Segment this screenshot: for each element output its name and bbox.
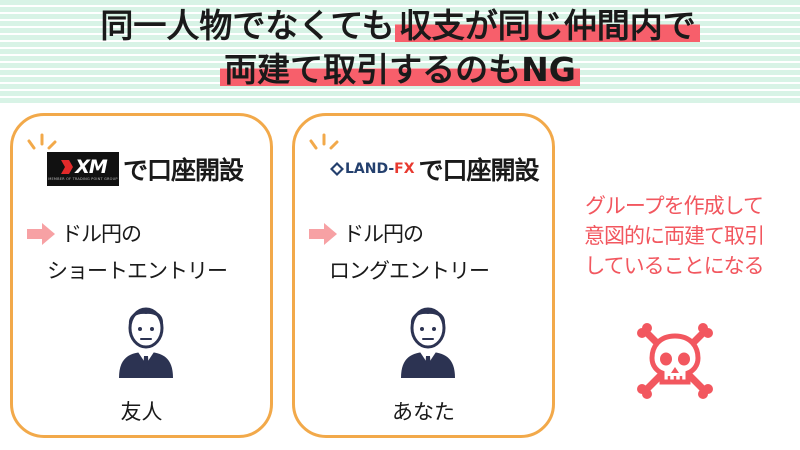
land-fx-diamond-icon xyxy=(330,162,344,176)
right-arrow-icon xyxy=(27,223,55,245)
title-line-1: 同一人物でなくても収支が同じ仲間内で xyxy=(0,6,800,46)
broker-suffix: で口座開設 xyxy=(123,156,244,185)
land-fx-logo: LAND-FX xyxy=(329,161,415,177)
businessman-icon xyxy=(119,307,173,378)
title-line-1-highlight: 収支が同じ仲間内で xyxy=(394,6,700,45)
broker-suffix: で口座開設 xyxy=(418,156,540,185)
land-fx-logo-text-main: LAND- xyxy=(345,161,395,177)
skull-crossbones-icon xyxy=(637,323,713,399)
land-fx-logo-text-accent: FX xyxy=(394,161,415,177)
title-line-2: 両建て取引するのもNG xyxy=(0,50,800,90)
trade-line-2: ショートエントリー xyxy=(47,259,228,283)
trade-line-2: ロングエントリー xyxy=(329,259,490,283)
card-friend: XM MEMBER OF TRADING POINT GROUP で口座開設 ド… xyxy=(10,113,273,438)
xm-logo-text: XM xyxy=(75,155,108,178)
title-line-2-highlight: 両建て取引するのもNG xyxy=(220,50,580,89)
title-line-1-plain: 同一人物でなくても xyxy=(100,6,395,45)
warning-note-line-2: 意図的に両建て取引 xyxy=(584,224,765,248)
title-banner: 同一人物でなくても収支が同じ仲間内で 両建て取引するのもNG xyxy=(0,0,800,103)
right-arrow-icon xyxy=(309,223,337,245)
warning-note-line-3: していることになる xyxy=(584,254,764,278)
xm-emblem-icon xyxy=(61,159,74,174)
broker-row-xm: XM MEMBER OF TRADING POINT GROUP で口座開設 xyxy=(47,149,244,189)
trade-line-1: ドル円の xyxy=(343,222,424,246)
person-label: 友人 xyxy=(120,400,163,424)
trade-line-1: ドル円の xyxy=(61,222,142,246)
spark-lines-icon xyxy=(309,133,339,150)
xm-logo-subtext: MEMBER OF TRADING POINT GROUP xyxy=(48,176,118,181)
warning-note: グループを作成して 意図的に両建て取引 していることになる xyxy=(556,191,792,281)
xm-logo: XM MEMBER OF TRADING POINT GROUP xyxy=(47,152,119,186)
person-label: あなた xyxy=(392,400,455,424)
warning-note-line-1: グループを作成して xyxy=(584,194,764,218)
spark-lines-icon xyxy=(27,133,57,150)
broker-row-landfx: LAND-FX で口座開設 xyxy=(329,149,540,189)
businessman-icon xyxy=(401,307,455,378)
card-you: LAND-FX で口座開設 ドル円の ロングエントリー あなた xyxy=(292,113,555,438)
land-fx-logo-text: LAND-FX xyxy=(345,161,415,177)
